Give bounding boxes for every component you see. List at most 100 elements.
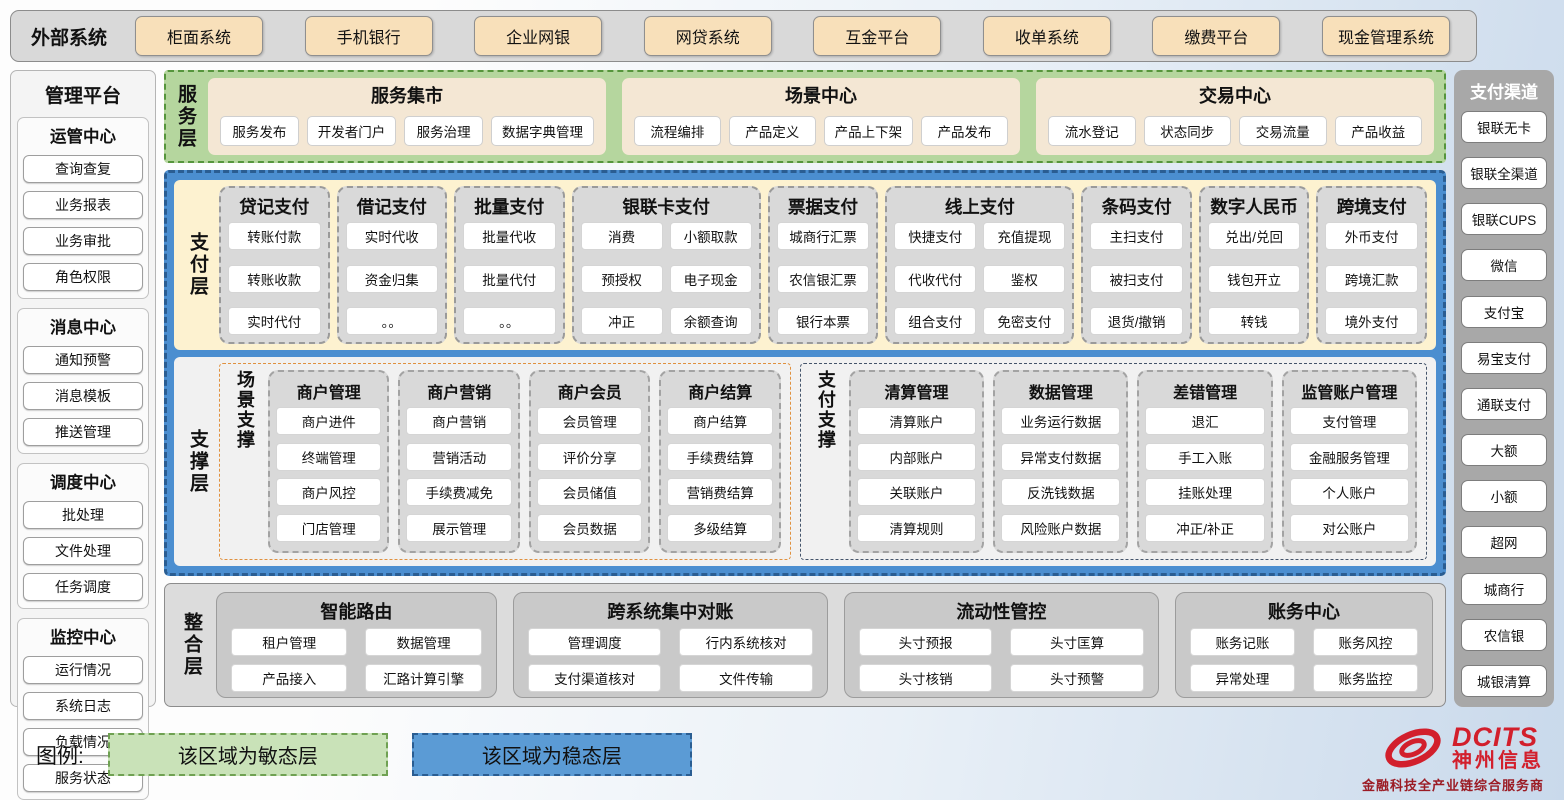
support-item-button[interactable]: 会员管理 [536,407,643,436]
payment-item-button[interactable]: 转账收款 [228,264,321,293]
payment-item-button[interactable]: 银行本票 [776,307,870,335]
management-item-button[interactable]: 推送管理 [23,418,143,446]
support-item-button[interactable]: 展示管理 [406,513,512,542]
support-item-button[interactable]: 商户进件 [276,407,382,436]
integration-item-button[interactable]: 异常处理 [1189,664,1295,692]
integration-item-button[interactable]: 管理调度 [527,628,662,656]
support-item-button[interactable]: 风险账户数据 [1001,513,1121,542]
channel-button[interactable]: 易宝支付 [1461,341,1547,374]
integration-item-button[interactable]: 账务记账 [1189,628,1295,656]
integration-item-button[interactable]: 账务监控 [1312,664,1418,692]
payment-item-button[interactable]: 代收代付 [894,264,977,293]
management-item-button[interactable]: 角色权限 [23,263,143,291]
payment-item-button[interactable]: 鉴权 [983,264,1066,293]
payment-item-button[interactable]: 被扫支付 [1090,264,1183,293]
support-item-button[interactable]: 手工入账 [1145,442,1265,471]
integration-item-button[interactable]: 头寸匡算 [1010,628,1144,656]
payment-item-button[interactable]: 实时代付 [228,307,321,335]
management-item-button[interactable]: 业务报表 [23,191,143,219]
payment-item-button[interactable]: 。。 [463,307,556,335]
support-item-button[interactable]: 冲正/补正 [1145,513,1265,542]
support-item-button[interactable]: 会员数据 [536,513,643,542]
service-item-button[interactable]: 产品上下架 [823,115,914,146]
channel-button[interactable]: 通联支付 [1461,387,1547,420]
external-system-button[interactable]: 互金平台 [813,16,942,56]
payment-item-button[interactable]: 转钱 [1207,307,1301,335]
support-item-button[interactable]: 营销费结算 [667,478,773,507]
external-system-button[interactable]: 网贷系统 [643,16,772,56]
external-system-button[interactable]: 收单系统 [982,16,1111,56]
payment-item-button[interactable]: 批量代付 [463,264,556,293]
integration-item-button[interactable]: 头寸预报 [858,628,993,656]
payment-item-button[interactable]: 快捷支付 [894,222,977,250]
support-item-button[interactable]: 手续费结算 [667,442,773,471]
payment-item-button[interactable]: 批量代收 [463,222,556,250]
channel-button[interactable]: 微信 [1461,249,1547,282]
management-item-button[interactable]: 系统日志 [23,692,143,720]
integration-item-button[interactable]: 支付渠道核对 [527,664,662,692]
support-item-button[interactable]: 反洗钱数据 [1001,478,1121,507]
channel-button[interactable]: 银联CUPS [1461,203,1547,236]
channel-button[interactable]: 城银清算 [1461,664,1547,697]
payment-item-button[interactable]: 城商行汇票 [776,222,870,250]
payment-item-button[interactable]: 退货/撤销 [1090,307,1183,335]
support-item-button[interactable]: 异常支付数据 [1001,442,1121,471]
integration-item-button[interactable]: 数据管理 [365,628,482,656]
integration-item-button[interactable]: 租户管理 [231,628,348,656]
channel-button[interactable]: 城商行 [1461,572,1547,605]
external-system-button[interactable]: 手机银行 [304,16,433,56]
service-item-button[interactable]: 服务发布 [220,115,299,146]
payment-item-button[interactable]: 资金归集 [345,264,439,293]
support-item-button[interactable]: 终端管理 [276,442,382,471]
service-item-button[interactable]: 产品收益 [1334,115,1422,146]
payment-item-button[interactable]: 充值提现 [983,222,1066,250]
payment-item-button[interactable]: 消费 [580,222,663,250]
payment-item-button[interactable]: 外币支付 [1325,222,1418,250]
external-system-button[interactable]: 企业网银 [474,16,603,56]
service-item-button[interactable]: 产品发布 [921,115,1008,146]
support-item-button[interactable]: 营销活动 [406,442,512,471]
support-item-button[interactable]: 多级结算 [667,513,773,542]
management-item-button[interactable]: 消息模板 [23,382,143,410]
integration-item-button[interactable]: 头寸预警 [1010,664,1144,692]
integration-item-button[interactable]: 账务风控 [1312,628,1418,656]
channel-button[interactable]: 小额 [1461,480,1547,513]
management-item-button[interactable]: 运行情况 [23,656,143,684]
service-item-button[interactable]: 交易流量 [1239,115,1327,146]
payment-item-button[interactable]: 境外支付 [1325,307,1418,335]
support-item-button[interactable]: 个人账户 [1289,478,1410,507]
integration-item-button[interactable]: 文件传输 [679,664,813,692]
support-item-button[interactable]: 业务运行数据 [1001,407,1121,436]
support-item-button[interactable]: 门店管理 [276,513,382,542]
payment-item-button[interactable]: 冲正 [580,307,663,335]
management-item-button[interactable]: 批处理 [23,501,143,529]
external-system-button[interactable]: 现金管理系统 [1321,16,1450,56]
service-item-button[interactable]: 产品定义 [728,115,816,146]
support-item-button[interactable]: 内部账户 [856,442,977,471]
payment-item-button[interactable]: 农信银汇票 [776,264,870,293]
support-item-button[interactable]: 挂账处理 [1145,478,1265,507]
service-item-button[interactable]: 服务治理 [404,115,483,146]
service-item-button[interactable]: 流程编排 [634,115,721,146]
channel-button[interactable]: 银联无卡 [1461,111,1547,143]
payment-item-button[interactable]: 钱包开立 [1207,264,1301,293]
support-item-button[interactable]: 清算账户 [856,407,977,436]
support-item-button[interactable]: 金融服务管理 [1289,442,1410,471]
payment-item-button[interactable]: 免密支付 [983,307,1066,335]
payment-item-button[interactable]: 预授权 [580,264,663,293]
management-item-button[interactable]: 业务审批 [23,227,143,255]
channel-button[interactable]: 银联全渠道 [1461,157,1547,190]
support-item-button[interactable]: 支付管理 [1289,407,1410,436]
channel-button[interactable]: 超网 [1461,526,1547,559]
support-item-button[interactable]: 商户结算 [667,407,773,436]
integration-item-button[interactable]: 产品接入 [231,664,348,692]
payment-item-button[interactable]: 实时代收 [345,222,439,250]
payment-item-button[interactable]: 转账付款 [228,222,321,250]
payment-item-button[interactable]: 主扫支付 [1090,222,1183,250]
channel-button[interactable]: 大额 [1461,434,1547,467]
payment-item-button[interactable]: 跨境汇款 [1325,264,1418,293]
support-item-button[interactable]: 清算规则 [856,513,977,542]
integration-item-button[interactable]: 行内系统核对 [679,628,813,656]
support-item-button[interactable]: 手续费减免 [406,478,512,507]
management-item-button[interactable]: 通知预警 [23,346,143,374]
